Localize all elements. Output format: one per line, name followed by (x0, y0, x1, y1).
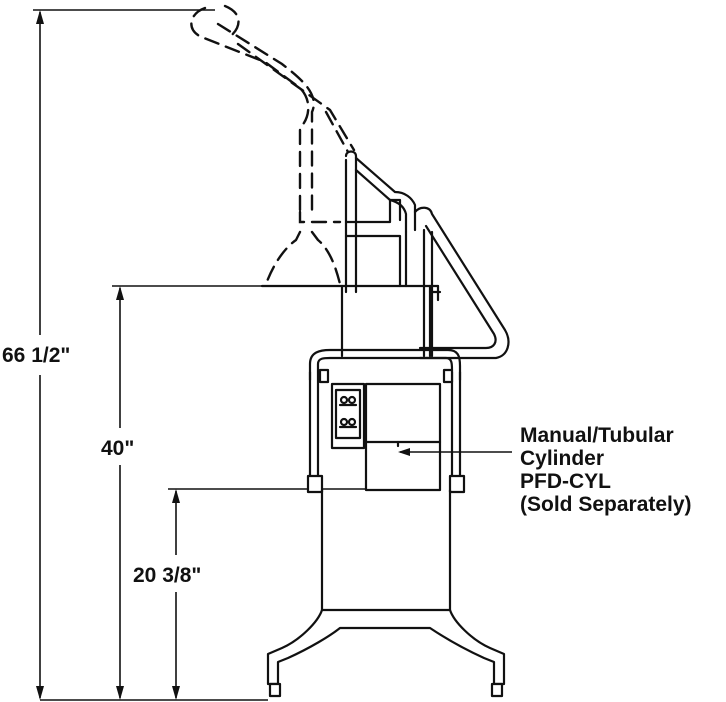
table-height-arrow-bottom (116, 686, 124, 700)
base-legs (266, 608, 506, 698)
cabinet-frame (306, 348, 466, 612)
control-box (330, 382, 366, 450)
table-height-label: 40" (101, 437, 134, 460)
callout-line-3: PFD-CYL (520, 470, 611, 493)
overall-height-arrow-top (36, 10, 44, 24)
cylinder-callout: Manual/Tubular Cylinder PFD-CYL (Sold Se… (398, 424, 692, 516)
table-height-arrow-top (116, 286, 124, 300)
pusher-arm (344, 150, 510, 360)
upper-housing (260, 284, 442, 358)
overall-height-arrow-bottom (36, 686, 44, 700)
callout-arrowhead (398, 448, 410, 456)
dimension-cylinder-height: 20 3/8" (133, 488, 368, 700)
feed-cylinder (364, 382, 442, 492)
dimension-overall-height: 66 1/2" (2, 9, 215, 700)
cylinder-height-arrow-bottom (172, 686, 180, 700)
cylinder-height-arrow-top (172, 489, 180, 503)
callout-line-2: Cylinder (520, 447, 604, 470)
overall-height-label: 66 1/2" (2, 344, 70, 367)
callout-line-4: (Sold Separately) (520, 493, 692, 516)
raised-arm-phantom-outline (190, 4, 356, 286)
callout-line-1: Manual/Tubular (520, 424, 674, 447)
cylinder-height-label: 20 3/8" (133, 564, 201, 587)
